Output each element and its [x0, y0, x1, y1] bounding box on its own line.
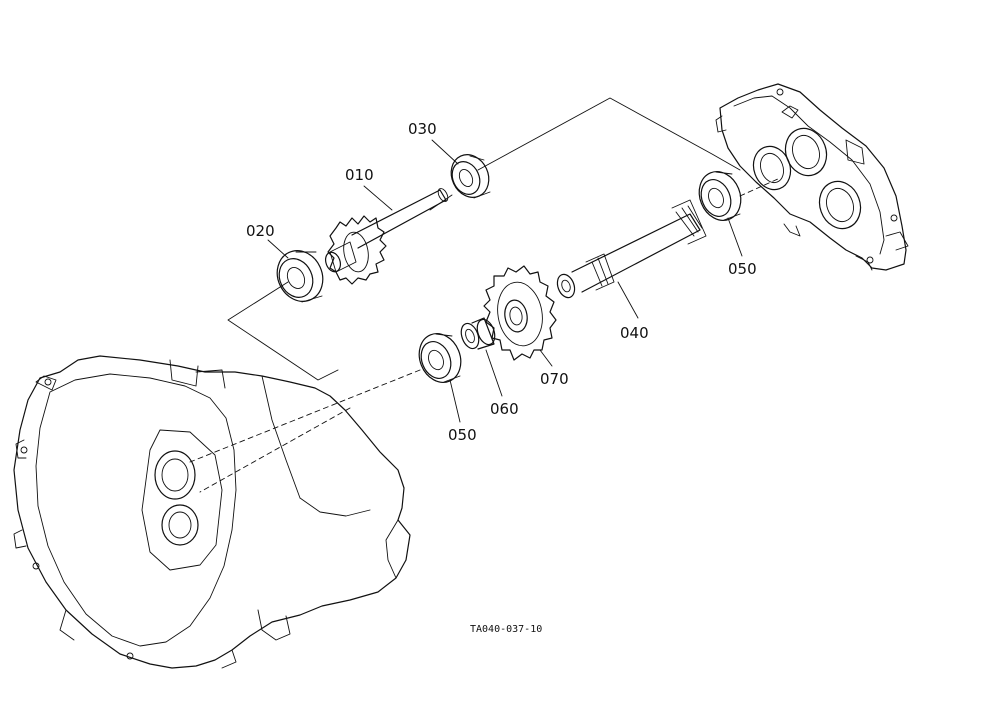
- callout-030: 030: [408, 120, 437, 138]
- callout-070: 070: [540, 370, 569, 388]
- shaft-010: [324, 188, 449, 285]
- assembly-lines: [189, 97, 781, 493]
- callout-050-left: 050: [448, 426, 477, 444]
- shaft-040: [556, 199, 707, 299]
- bearing-020: [276, 250, 324, 303]
- bearing-050-right: [698, 171, 742, 221]
- callout-060: 060: [490, 400, 519, 418]
- transmission-housing: [13, 355, 411, 669]
- case-cover-plate: [715, 83, 909, 271]
- callout-050-right: 050: [728, 260, 757, 278]
- leader-lines: [267, 139, 743, 423]
- bearing-050-left: [418, 333, 462, 383]
- collar-060: [460, 317, 496, 350]
- drawing-code: TA040-037-10: [470, 624, 542, 635]
- callout-040: 040: [620, 324, 649, 342]
- callout-010: 010: [345, 166, 374, 184]
- gear-070: [483, 265, 557, 361]
- bearing-030: [450, 154, 491, 199]
- callout-020: 020: [246, 222, 275, 240]
